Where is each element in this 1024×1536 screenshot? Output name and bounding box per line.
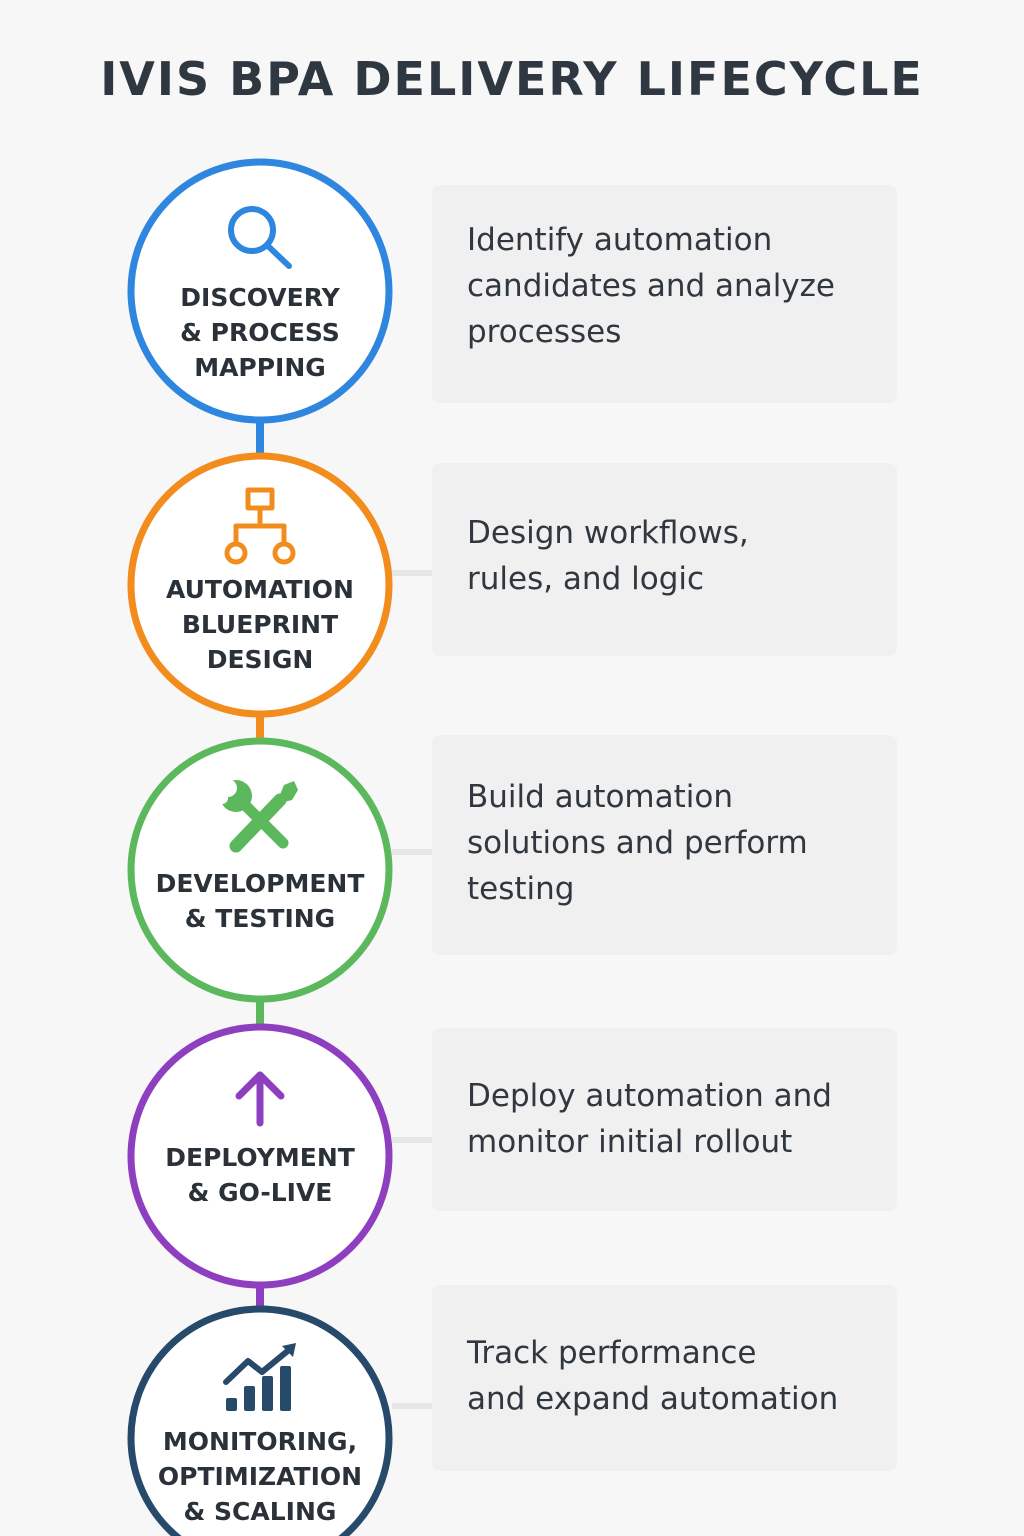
magnifier-icon: [228, 206, 292, 269]
stage-label-discovery: DISCOVERY & PROCESS MAPPING: [150, 280, 370, 385]
stage-label-line: MAPPING: [194, 353, 326, 382]
stage-label-line: AUTOMATION: [165, 575, 354, 604]
description-line: candidates and analyze: [467, 268, 836, 304]
stage-label-line: OPTIMIZATION: [157, 1462, 363, 1491]
description-card-discovery: [432, 185, 897, 403]
page-title: IVIS BPA DELIVERY LIFECYCLE: [100, 52, 924, 106]
description-card-deployment: Deploy automation and monitor initial ro…: [432, 1028, 897, 1211]
description-line: monitor initial rollout: [467, 1124, 793, 1160]
stage-label-line: DEVELOPMENT: [155, 869, 365, 898]
description-line: and expand automation: [467, 1381, 839, 1417]
stage-label-monitoring: MONITORING, OPTIMIZATION & SCALING: [150, 1424, 370, 1529]
description-line: Deploy automation and: [467, 1078, 832, 1114]
stage-label-line: & GO-LIVE: [187, 1178, 333, 1207]
stage-label-line: MONITORING,: [162, 1427, 358, 1456]
description-line: Track performance: [467, 1335, 757, 1371]
stage-circle-discovery: [127, 158, 393, 424]
stage-circle-blueprint: [127, 452, 393, 718]
stage-label-development: DEVELOPMENT & TESTING: [150, 866, 370, 936]
workflow-icon: [224, 487, 296, 565]
stage-circle-deployment: [127, 1023, 393, 1289]
stage-label-line: DISCOVERY: [180, 283, 340, 312]
description-line: Design workflows,: [467, 515, 749, 551]
description-text-discovery: Identify automation candidates and analy…: [467, 217, 877, 355]
stage-label-line: & PROCESS: [180, 318, 340, 347]
description-card-monitoring: Track performance and expand automation: [432, 1285, 897, 1471]
description-line: Identify automation: [467, 222, 773, 258]
stage-circle-monitoring: [127, 1305, 393, 1536]
description-line: processes: [467, 314, 622, 350]
stage-label-blueprint: AUTOMATION BLUEPRINT DESIGN: [150, 572, 370, 677]
stage-circle-development: [127, 737, 393, 1003]
description-text-monitoring: Track performance and expand automation: [467, 1330, 877, 1422]
description-line: solutions and perform: [467, 825, 808, 861]
description-line: rules, and logic: [467, 561, 705, 597]
description-card-blueprint: Design workflows, rules, and logic: [432, 463, 897, 656]
stage-label-line: DESIGN: [206, 645, 314, 674]
description-card-development: Build automation solutions and perform t…: [432, 735, 897, 955]
description-line: testing: [467, 871, 575, 907]
tools-icon: [216, 779, 298, 853]
description-text-development: Build automation solutions and perform t…: [467, 774, 877, 912]
up-arrow-icon: [235, 1071, 285, 1127]
description-card-discovery-text: Identify automation candidates and analy…: [432, 185, 897, 389]
stage-label-line: BLUEPRINT: [181, 610, 339, 639]
stage-label-line: DEPLOYMENT: [165, 1143, 355, 1172]
stage-label-line: & TESTING: [184, 904, 336, 933]
growth-chart-icon: [223, 1343, 296, 1411]
description-text-deployment: Deploy automation and monitor initial ro…: [467, 1073, 877, 1165]
description-text-blueprint: Design workflows, rules, and logic: [467, 510, 877, 602]
stage-label-deployment: DEPLOYMENT & GO-LIVE: [150, 1140, 370, 1210]
stage-label-line: & SCALING: [183, 1497, 337, 1526]
description-line: Build automation: [467, 779, 734, 815]
